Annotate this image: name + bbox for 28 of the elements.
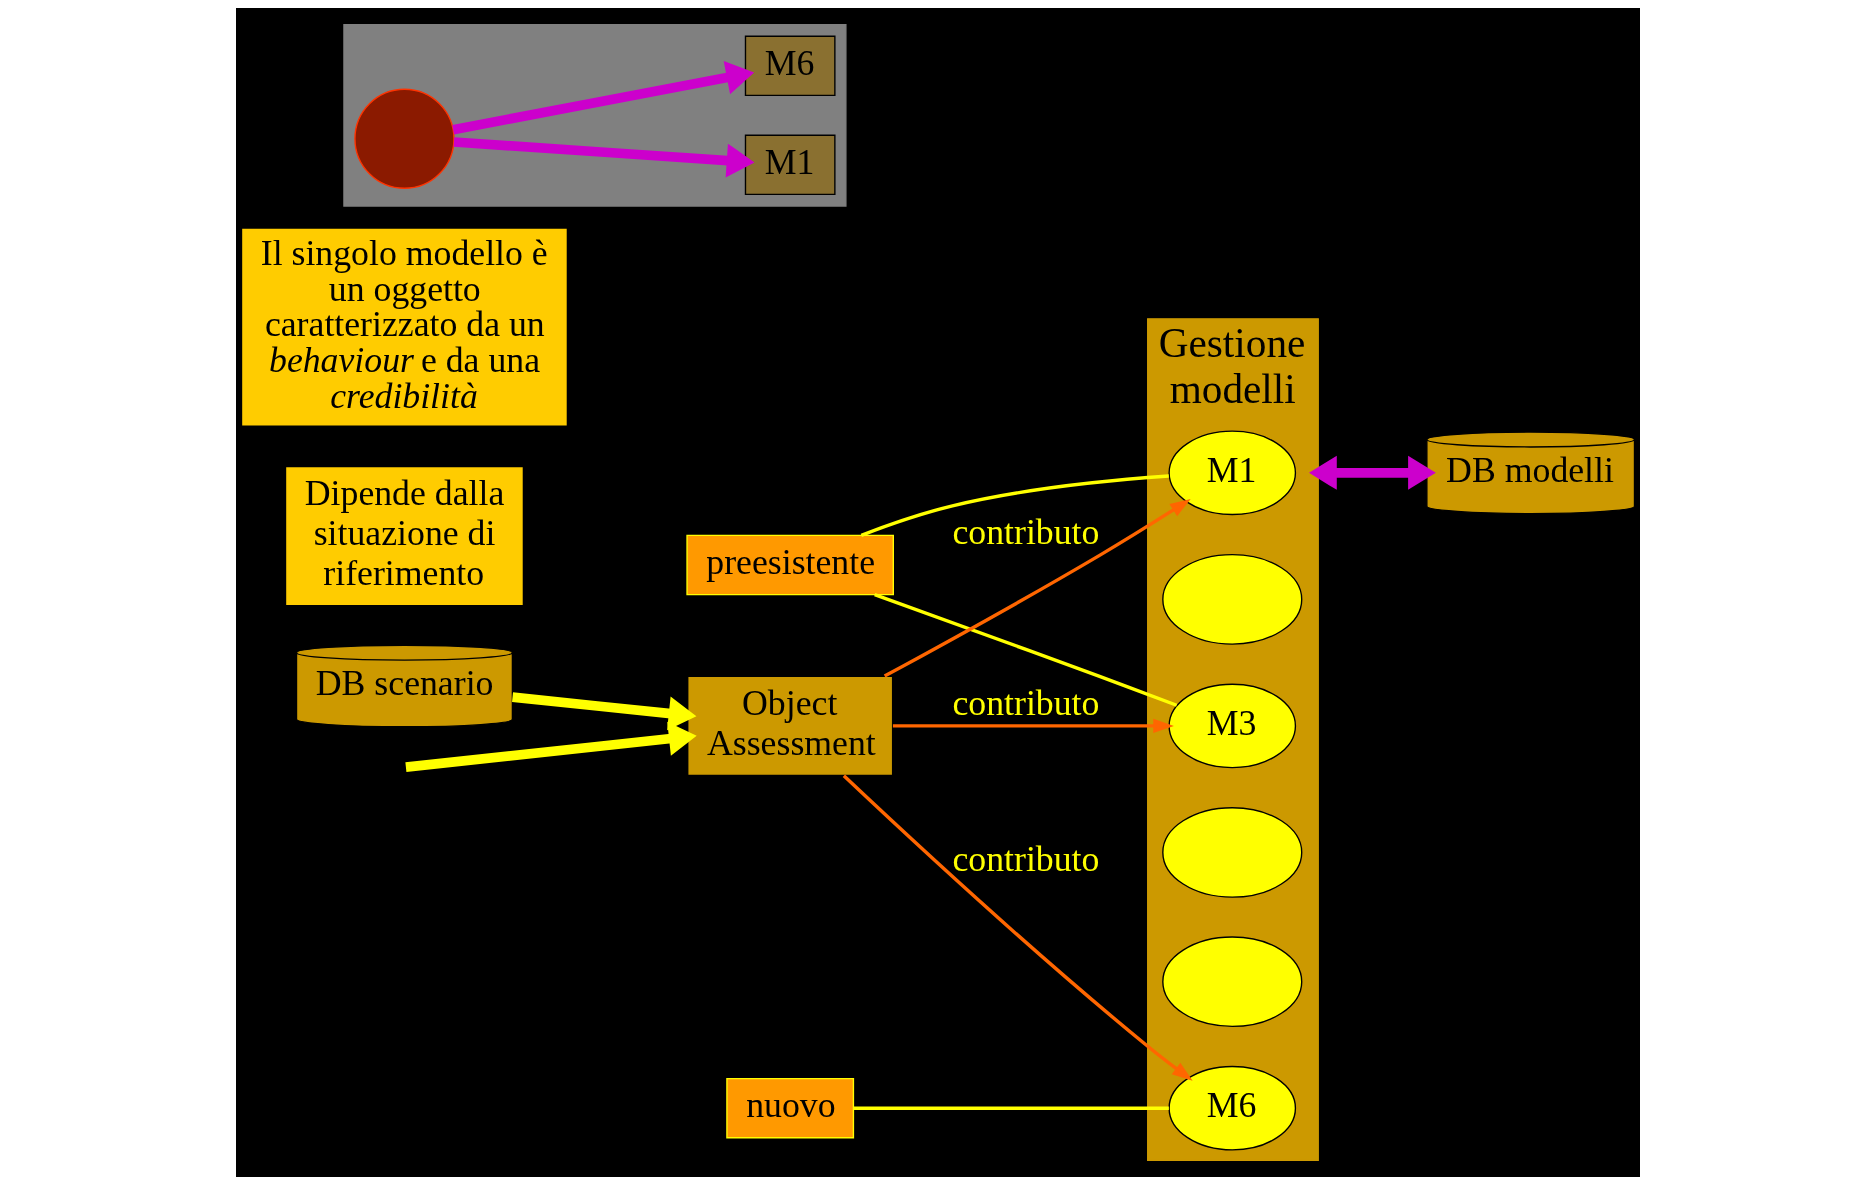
arrow [842,774,1193,1081]
node-box: Object Assessment [687,675,894,777]
arrow [452,60,755,135]
node-circle [1162,554,1303,645]
connector [860,474,1169,537]
node-circle [1162,936,1303,1028]
edge-label: contributo [952,682,1100,723]
connector [874,593,1178,707]
node-box: preesistente [686,534,894,596]
arrow [405,721,697,772]
node-ellipse: M3 [1168,683,1297,769]
node-box: Il singolo modello è un oggetto caratterizzato da un behaviour e da una credibilità [240,227,569,427]
connector [853,1106,1169,1110]
arrow [453,137,755,178]
arrow [892,718,1174,734]
node-box: nuovo [726,1077,855,1139]
edge-label: contributo [952,512,1100,553]
arrow [512,692,697,731]
node-box: Dipende dalla situazione di riferimento [284,466,525,607]
cluster [343,23,847,207]
node-box: M6 [744,35,836,97]
node-ellipse: M6 [1168,1065,1297,1151]
node-circle [1162,807,1303,898]
arrow [883,498,1191,678]
node-box: M1 [744,134,836,196]
node-circle [354,88,455,189]
edge-label: contributo [952,839,1100,880]
arrow [1309,455,1436,490]
